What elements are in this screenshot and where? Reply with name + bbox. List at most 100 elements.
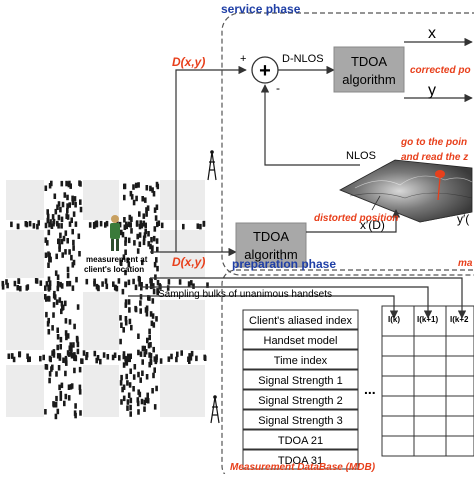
handset-icon xyxy=(66,272,70,279)
handset-icon xyxy=(66,194,69,201)
handset-icon xyxy=(137,333,140,339)
handset-swarm xyxy=(1,180,209,420)
handset-icon xyxy=(141,370,144,376)
handset-icon xyxy=(65,334,68,341)
handset-icon xyxy=(68,249,71,255)
handset-icon xyxy=(69,342,72,348)
cell-tower-icon xyxy=(210,395,220,424)
handset-icon xyxy=(62,235,66,242)
tdoa-top-line1: TDOA xyxy=(351,54,387,69)
handset-icon xyxy=(52,312,55,318)
handset-icon xyxy=(34,278,38,284)
handset-icon xyxy=(122,254,126,260)
preparation-phase-border xyxy=(221,269,474,479)
client-person-icon xyxy=(110,215,120,251)
handset-icon xyxy=(149,342,152,348)
handset-icon xyxy=(118,221,122,228)
handset-icon xyxy=(145,311,149,317)
sampling-label: Sampling bulks of unanimous handsets xyxy=(158,289,332,300)
handset-icon xyxy=(78,251,81,257)
handset-icon xyxy=(138,232,142,238)
tdoa-algorithm-bottom-box xyxy=(235,222,307,268)
handset-icon xyxy=(136,400,140,407)
handset-icon xyxy=(71,199,75,206)
handset-icon xyxy=(51,364,54,371)
handset-icon xyxy=(52,302,56,308)
city-map: measurement at client's location xyxy=(1,150,220,424)
handset-icon xyxy=(59,232,62,239)
handset-icon xyxy=(156,289,159,296)
handset-icon xyxy=(48,221,51,228)
handset-icon xyxy=(156,221,159,228)
handset-icon xyxy=(153,367,156,373)
handset-icon xyxy=(151,298,155,304)
handset-icon xyxy=(44,409,47,415)
handset-icon xyxy=(130,228,133,234)
handset-icon xyxy=(145,185,149,191)
handset-icon xyxy=(59,336,63,343)
handset-icon xyxy=(156,246,159,253)
handset-icon xyxy=(93,350,97,357)
handset-icon xyxy=(58,246,61,252)
handset-icon xyxy=(16,223,20,230)
output-y-label: y xyxy=(428,82,436,99)
handset-icon xyxy=(54,413,58,420)
handset-icon xyxy=(170,353,173,360)
handset-icon xyxy=(148,328,151,335)
handset-icon xyxy=(124,320,128,326)
handset-icon xyxy=(73,367,76,374)
handset-icon xyxy=(46,209,49,215)
handset-icon xyxy=(188,353,191,359)
handset-icon xyxy=(66,238,69,244)
handset-icon xyxy=(155,385,158,392)
handset-icon xyxy=(123,194,126,201)
handset-icon xyxy=(147,295,150,301)
handset-icon xyxy=(75,276,78,283)
handset-icon xyxy=(122,395,126,402)
handset-icon xyxy=(13,280,17,287)
handset-icon xyxy=(156,183,160,190)
handset-icon xyxy=(137,409,140,415)
handset-icon xyxy=(151,187,154,193)
handset-icon xyxy=(48,377,51,384)
handset-icon xyxy=(144,349,148,355)
handset-icon xyxy=(48,280,52,286)
dnlos-label: D-NLOS xyxy=(282,53,324,65)
dxy-label-top: D(x,y) xyxy=(172,55,205,69)
handset-icon xyxy=(59,344,62,350)
handset-icon xyxy=(129,353,132,359)
handset-icon xyxy=(124,299,128,305)
handset-icon xyxy=(143,232,147,238)
handset-icon xyxy=(64,249,67,255)
handset-icon xyxy=(56,204,59,210)
handset-icon xyxy=(134,182,138,189)
mdb-row-box xyxy=(242,329,359,350)
ellipsis-label: ... xyxy=(364,381,376,397)
handset-icon xyxy=(149,283,153,290)
handset-icon xyxy=(113,352,117,358)
handset-icon xyxy=(47,329,51,335)
handset-icon xyxy=(95,357,98,364)
handset-icon xyxy=(73,196,77,202)
handset-icon xyxy=(76,348,80,355)
handset-icon xyxy=(95,283,99,290)
handset-icon xyxy=(48,355,52,362)
mdb-grid xyxy=(381,305,474,457)
handset-icon xyxy=(104,278,108,284)
handset-icon xyxy=(137,275,141,282)
handset-icon xyxy=(95,221,99,228)
dxy-feed-line xyxy=(175,65,247,238)
handset-icon xyxy=(132,184,135,190)
handset-icon xyxy=(45,281,49,287)
handset-icon xyxy=(26,353,29,359)
handset-icon xyxy=(128,307,131,313)
handset-icon xyxy=(126,257,129,264)
handset-icon xyxy=(130,324,133,331)
handset-icon xyxy=(25,221,29,228)
handset-icon xyxy=(104,222,107,228)
handset-icon xyxy=(133,240,136,246)
handset-icon xyxy=(44,222,48,229)
handset-icon xyxy=(60,283,64,289)
